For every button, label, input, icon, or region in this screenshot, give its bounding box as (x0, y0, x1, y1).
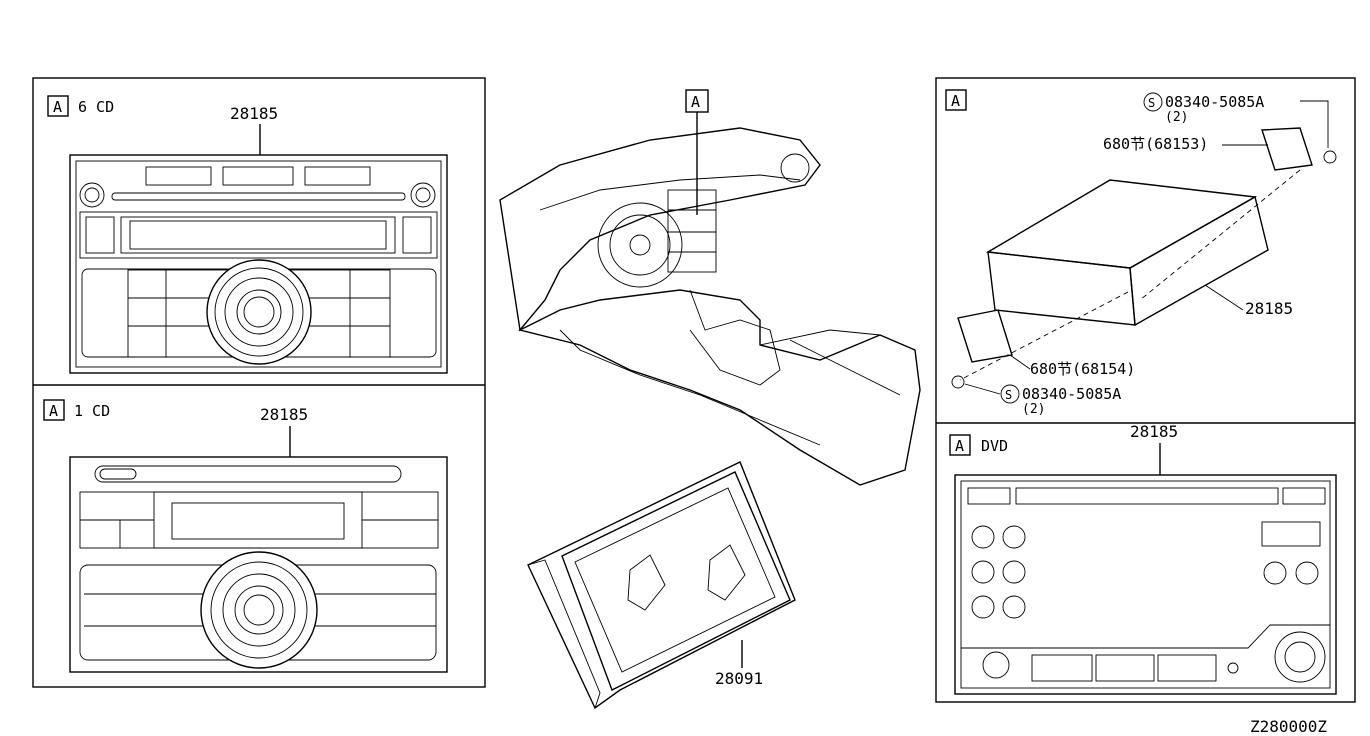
screw-symbol-top-icon (1143, 92, 1163, 112)
bracket-top-label: 680节(68153) (1103, 135, 1208, 153)
bracket-bottom-drawing (957, 309, 1013, 363)
left-frame (32, 77, 486, 688)
marker-center: A (691, 93, 700, 111)
marker-box-6cd (47, 95, 69, 117)
screw-bottom-qty: (2) (1022, 402, 1045, 417)
title-6cd: 6 CD (78, 98, 114, 116)
radio-6cd-unit (69, 154, 448, 374)
screw-top-label: 08340-5085A (1165, 93, 1264, 111)
panel-6cd: A 6 CD 28185 (47, 95, 448, 374)
marker-box-dvd (949, 434, 971, 456)
title-dvd: DVD (981, 437, 1008, 455)
display-unit-drawing: 28091 (527, 461, 796, 710)
panel-dvd: A DVD 28185 (949, 422, 1337, 695)
screw-symbol-top: S (1148, 96, 1155, 110)
dvd-unit (954, 474, 1337, 695)
part-no-dvd: 28185 (1130, 422, 1178, 441)
panel-mount: A S 08340-5085A (2) 680节(68153) 28185 68… (945, 89, 1337, 417)
marker-6cd: A (53, 98, 62, 116)
screw-bottom-label: 08340-5085A (1022, 385, 1121, 403)
figure-code: Z280000Z (1250, 717, 1327, 736)
title-1cd: 1 CD (74, 402, 110, 420)
part-no-1cd: 28185 (260, 405, 308, 424)
screw-top-qty: (2) (1165, 110, 1188, 125)
dashboard-drawing (499, 127, 921, 486)
center-illustration: A 28091 (499, 89, 921, 710)
screw-symbol-bottom-icon (1000, 384, 1020, 404)
marker-dvd: A (955, 437, 964, 455)
right-frame (935, 77, 1356, 703)
screw-symbol-bottom: S (1005, 388, 1012, 402)
marker-box-1cd (43, 399, 65, 421)
bracket-top-drawing (1261, 127, 1313, 171)
marker-box-mount (945, 89, 967, 111)
screw-top-icon (1323, 150, 1337, 164)
bracket-bottom-label: 680节(68154) (1030, 360, 1135, 378)
marker-1cd: A (49, 402, 58, 420)
unit-front-face (987, 251, 1136, 326)
part-no-display: 28091 (715, 669, 763, 688)
marker-mount: A (951, 92, 960, 110)
screw-bottom-icon (951, 375, 965, 389)
panel-1cd: A 1 CD 28185 (43, 399, 448, 673)
part-no-6cd: 28185 (230, 104, 278, 123)
radio-1cd-unit (69, 456, 448, 673)
unit-side-face (1129, 195, 1269, 327)
unit-part-no: 28185 (1245, 299, 1293, 318)
unit-top-face (985, 179, 1258, 269)
